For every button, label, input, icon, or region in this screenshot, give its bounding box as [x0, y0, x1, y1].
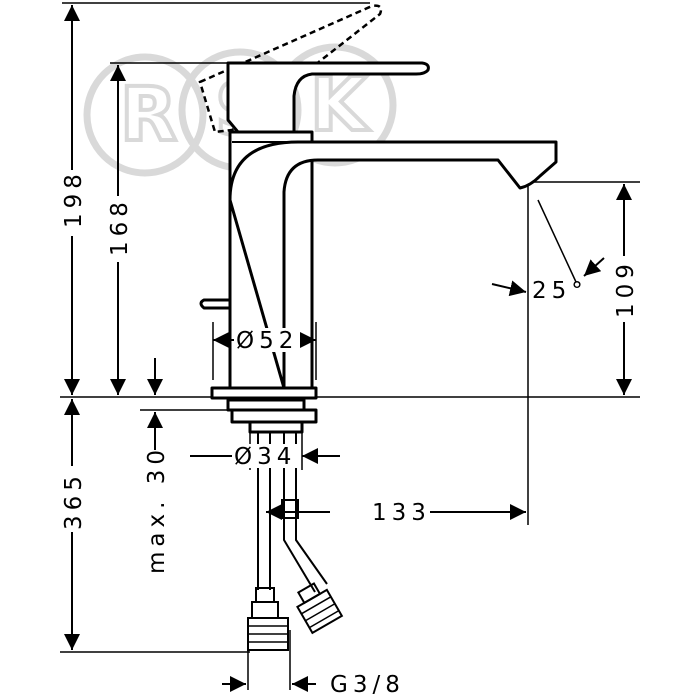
threaded-shank [248, 420, 304, 434]
dim-25-angle-line [537, 199, 577, 283]
dim-109-label: 109 [613, 259, 639, 318]
drain-pull-knob [199, 298, 232, 310]
dim-25-left-arrow [491, 280, 527, 297]
hose-left-fitting [247, 587, 289, 651]
faucet-spout [228, 140, 558, 390]
hose-right-fitting [296, 582, 344, 635]
dim-198-label: 198 [61, 169, 87, 228]
supply-hoses [247, 432, 344, 651]
mounting-nut [230, 408, 318, 424]
dim-365-label: 365 [61, 471, 87, 530]
extension-lines [60, 2, 640, 690]
dim-34-label: Ø34 [234, 444, 296, 470]
dim-g38-label: G3/8 [330, 672, 405, 698]
hose-right-ferrule [281, 499, 299, 519]
dim-52-label: Ø52 [236, 328, 298, 354]
dim-168-label: 168 [107, 197, 133, 256]
lever-handle [226, 61, 430, 134]
dim-25-right-arrow [583, 257, 605, 277]
watermark-letter-r: R [120, 72, 177, 158]
faucet-base-plate [210, 386, 318, 400]
dim-max-30-label: max. 30 [144, 445, 170, 574]
dimension-labels: 198 168 max. 30 365 109 25° Ø52 Ø34 133 … [60, 169, 639, 698]
faucet-body [198, 4, 558, 434]
dim-133-label: 133 [372, 500, 431, 526]
dim-25-label: 25° [532, 278, 588, 304]
watermark-ring-r [83, 53, 207, 177]
